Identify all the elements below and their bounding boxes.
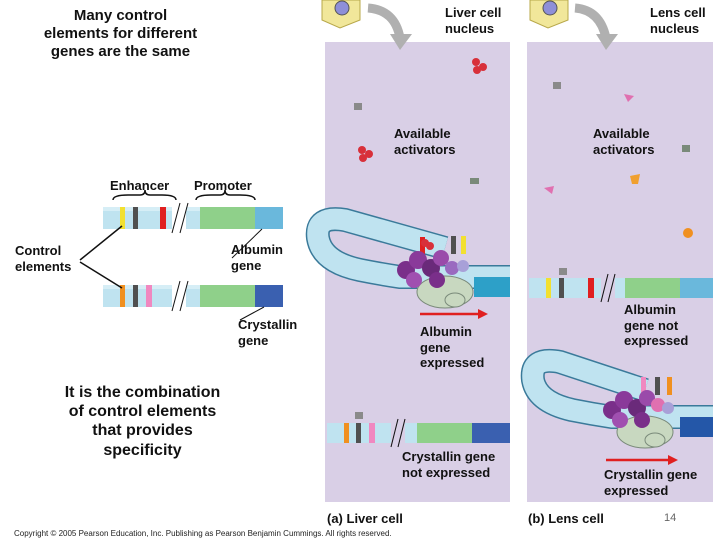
page-number: 14 (664, 512, 677, 524)
crystallin-label-pointer (239, 306, 265, 321)
lens-looped-dna (520, 348, 713, 437)
lens-albumin-strand (529, 268, 713, 303)
lens-activator-gray-2 (682, 145, 690, 152)
label-control-elements: Control elements (15, 243, 72, 274)
liver-activator-cluster (358, 58, 487, 162)
label-crystallin-gene: Crystallin gene (238, 317, 298, 348)
albumin-dna-strand (103, 202, 283, 234)
liver-crystallin-strand (327, 412, 510, 448)
liver-activator-gray-2 (470, 178, 479, 184)
label-albumin-gene-expressed: Albumin gene expressed (420, 324, 485, 371)
caption-lens-cell: (b) Lens cell (528, 511, 604, 526)
enhancer-brace (112, 189, 177, 201)
label-albumin-gene: Albumin gene (231, 242, 283, 273)
label-promoter: Promoter (194, 178, 252, 193)
liver-cell-icon (321, 0, 361, 29)
note-combination-specificity: It is the combination of control element… (64, 384, 221, 459)
control-pointer-crystallin (79, 261, 123, 289)
lens-activator-pink (624, 94, 634, 102)
heading-many-control-elements: Many control elements for different gene… (43, 7, 198, 60)
label-liver-cell-nucleus: Liver cell nucleus (445, 5, 502, 36)
label-crystallin-gene-expressed: Crystallin gene expressed (604, 467, 698, 498)
label-liver-available-activators: Available activators (394, 126, 456, 157)
copyright-notice: Copyright © 2005 Pearson Education, Inc.… (14, 529, 392, 538)
lens-activator-complex (603, 390, 674, 449)
control-pointer-albumin (79, 225, 123, 261)
crystallin-dna-strand (103, 280, 283, 312)
liver-activator-gray (354, 103, 362, 110)
liver-looped-dna (305, 207, 510, 297)
lens-curved-arrow (574, 3, 611, 40)
lens-activator-pink-2 (544, 186, 554, 194)
label-lens-available-activators: Available activators (593, 126, 655, 157)
promoter-brace (195, 189, 256, 201)
lens-activator-gray (553, 82, 561, 89)
label-albumin-gene-not-expressed: Albumin gene not expressed (624, 302, 689, 349)
albumin-label-pointer (231, 228, 263, 259)
label-crystallin-gene-not-expressed: Crystallin gene not expressed (402, 449, 496, 480)
lens-cell-icon (529, 0, 569, 29)
label-enhancer: Enhancer (110, 178, 170, 193)
liver-activator-complex (397, 239, 474, 309)
lens-activator-orange-2 (683, 228, 693, 238)
lens-activator-orange (630, 174, 640, 184)
caption-liver-cell: (a) Liver cell (327, 511, 403, 526)
label-lens-cell-nucleus: Lens cell nucleus (650, 5, 706, 36)
liver-curved-arrow (367, 3, 405, 40)
